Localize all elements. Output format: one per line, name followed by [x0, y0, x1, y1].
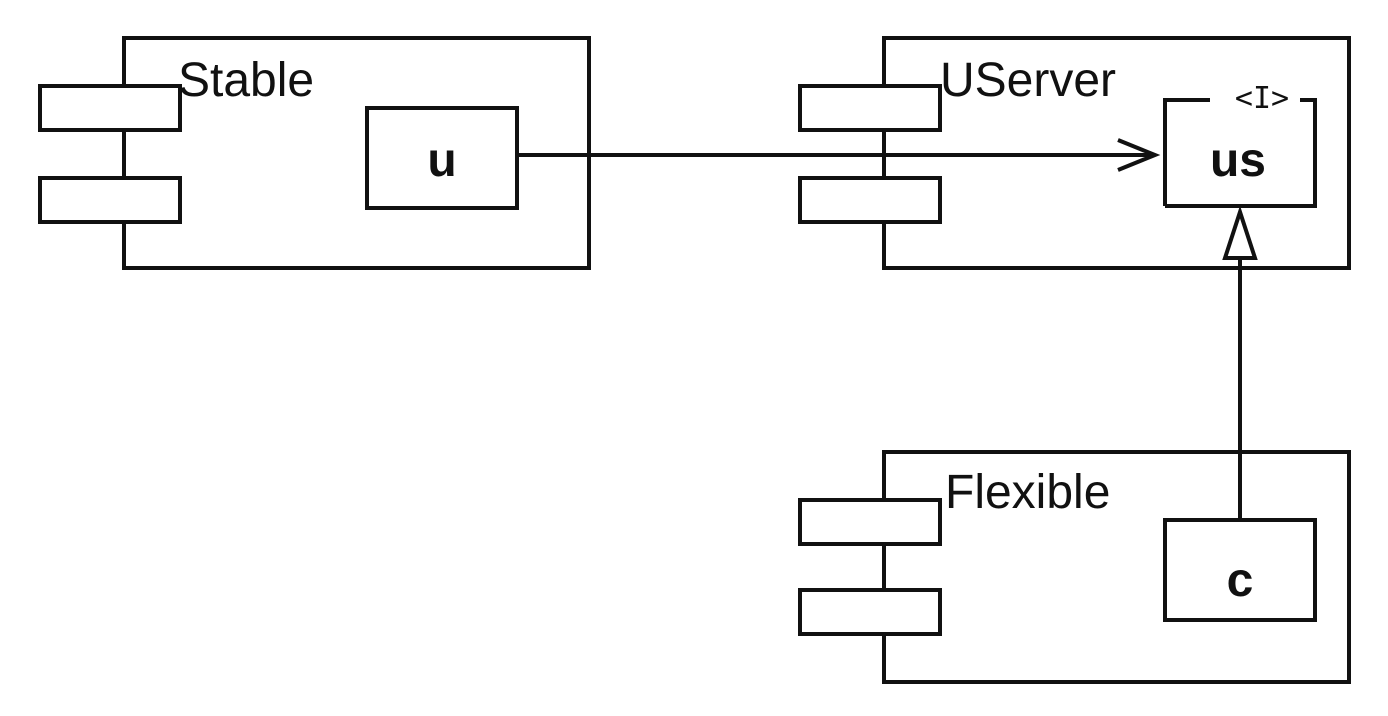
component-flexible-port-bottom — [798, 588, 942, 636]
component-flexible-name: Flexible — [945, 466, 1110, 519]
component-stable-name: Stable — [178, 54, 314, 107]
component-userver-port-top — [798, 84, 942, 132]
component-userver-name: UServer — [940, 54, 1116, 107]
hollow-triangle-arrowhead-icon — [1222, 205, 1258, 260]
component-flexible-port-top — [798, 498, 942, 546]
component-flexible: Flexible c — [798, 450, 1351, 684]
connector-c-to-us — [1222, 205, 1258, 520]
part-c-label: c — [1227, 554, 1254, 607]
part-us-stereotype: <I> — [1235, 81, 1289, 116]
component-stable-port-top — [38, 84, 182, 132]
connector-u-to-us — [517, 138, 1161, 172]
part-u-box — [365, 106, 519, 210]
part-u-label: u — [427, 134, 456, 187]
part-us-border-left — [1163, 98, 1210, 206]
component-userver-port-bottom — [798, 176, 942, 224]
open-arrowhead-icon — [1117, 138, 1161, 172]
component-stable-port-bottom — [38, 176, 182, 224]
component-stable: Stable u — [38, 36, 591, 270]
part-us-label: us — [1210, 134, 1266, 187]
